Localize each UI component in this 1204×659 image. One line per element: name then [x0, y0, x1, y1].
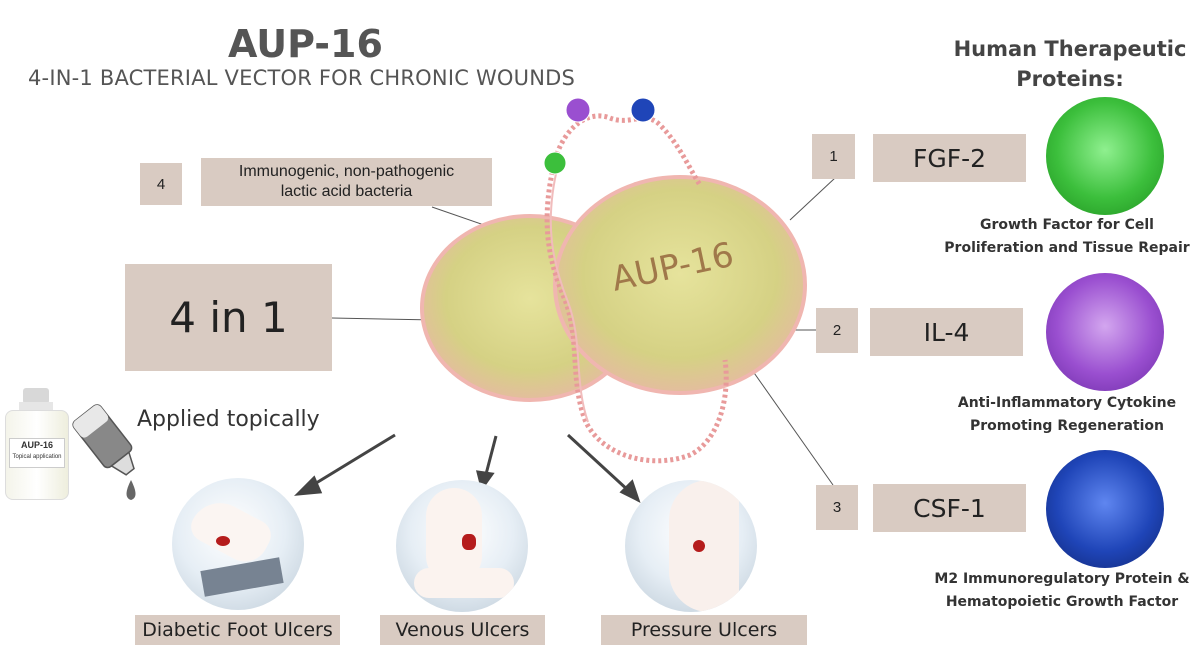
protein-2-sphere — [1046, 273, 1164, 391]
protein-2-desc-line1: Anti-Inflammatory Cytokine — [957, 395, 1177, 411]
protein-3-description: M2 Immunoregulatory Protein & Hematopoie… — [920, 568, 1204, 614]
protein-1-desc-line1: Growth Factor for Cell — [980, 217, 1154, 233]
vial-label-line2: Topical application — [12, 454, 62, 460]
protein-2-desc-line2: Promoting Regeneration — [969, 418, 1165, 434]
protein-2-description: Anti-Inflammatory Cytokine Promoting Reg… — [930, 392, 1204, 438]
dna-plasmid — [544, 113, 729, 464]
protein-bead-il4 — [565, 97, 591, 123]
protein-1-number: 1 — [812, 134, 855, 179]
ulcer-label-pressure: Pressure Ulcers — [601, 615, 807, 645]
bacteria-cell — [420, 175, 807, 402]
protein-3-name: CSF-1 — [873, 484, 1026, 532]
dropper-icon — [72, 404, 136, 500]
vial-label-line1: AUP-16 — [20, 440, 53, 450]
venous-ulcer-image — [396, 480, 528, 612]
protein-3-sphere — [1046, 450, 1164, 568]
ulcer-label-venous: Venous Ulcers — [380, 615, 545, 645]
ulcer-label-diabetic-foot: Diabetic Foot Ulcers — [135, 615, 340, 645]
protein-3-desc-line1: M2 Immunoregulatory Protein & — [934, 571, 1190, 587]
protein-1-sphere — [1046, 97, 1164, 215]
proteins-heading-line1: Human Therapeutic — [953, 37, 1187, 61]
connector-protein-1 — [789, 177, 836, 221]
protein-1-desc-line2: Proliferation and Tissue Repair — [944, 240, 1190, 256]
four-in-one-box: 4 in 1 — [125, 264, 332, 371]
diabetic-foot-ulcer-image — [172, 478, 304, 610]
applied-topically-label: Applied topically — [137, 407, 320, 432]
item4-text-line2: lactic acid bacteria — [280, 183, 413, 200]
pressure-ulcer-image — [625, 480, 757, 612]
protein-3-number: 3 — [816, 485, 858, 530]
vial-icon: AUP-16 Topical application — [5, 388, 69, 500]
page-subtitle: 4-IN-1 BACTERIAL VECTOR FOR CHRONIC WOUN… — [28, 66, 576, 90]
protein-1-description: Growth Factor for Cell Proliferation and… — [930, 214, 1204, 260]
protein-1-name: FGF-2 — [873, 134, 1026, 182]
item4-number: 4 — [140, 163, 182, 205]
ulcer-arrows — [294, 433, 641, 503]
protein-2-number: 2 — [816, 308, 858, 353]
item4-description: Immunogenic, non-pathogenic lactic acid … — [201, 158, 492, 206]
protein-2-name: IL-4 — [870, 308, 1023, 356]
item4-text-line1: Immunogenic, non-pathogenic — [238, 163, 455, 180]
protein-bead-csf1 — [630, 97, 656, 123]
proteins-heading: Human Therapeutic Proteins: — [940, 34, 1200, 94]
protein-bead-fgf2 — [543, 151, 567, 175]
protein-3-desc-line2: Hematopoietic Growth Factor — [945, 594, 1179, 610]
page-title: AUP-16 — [228, 22, 383, 66]
proteins-heading-line2: Proteins: — [1016, 67, 1124, 91]
connector-protein-3 — [744, 359, 834, 486]
connector-four-in-one — [331, 317, 437, 321]
